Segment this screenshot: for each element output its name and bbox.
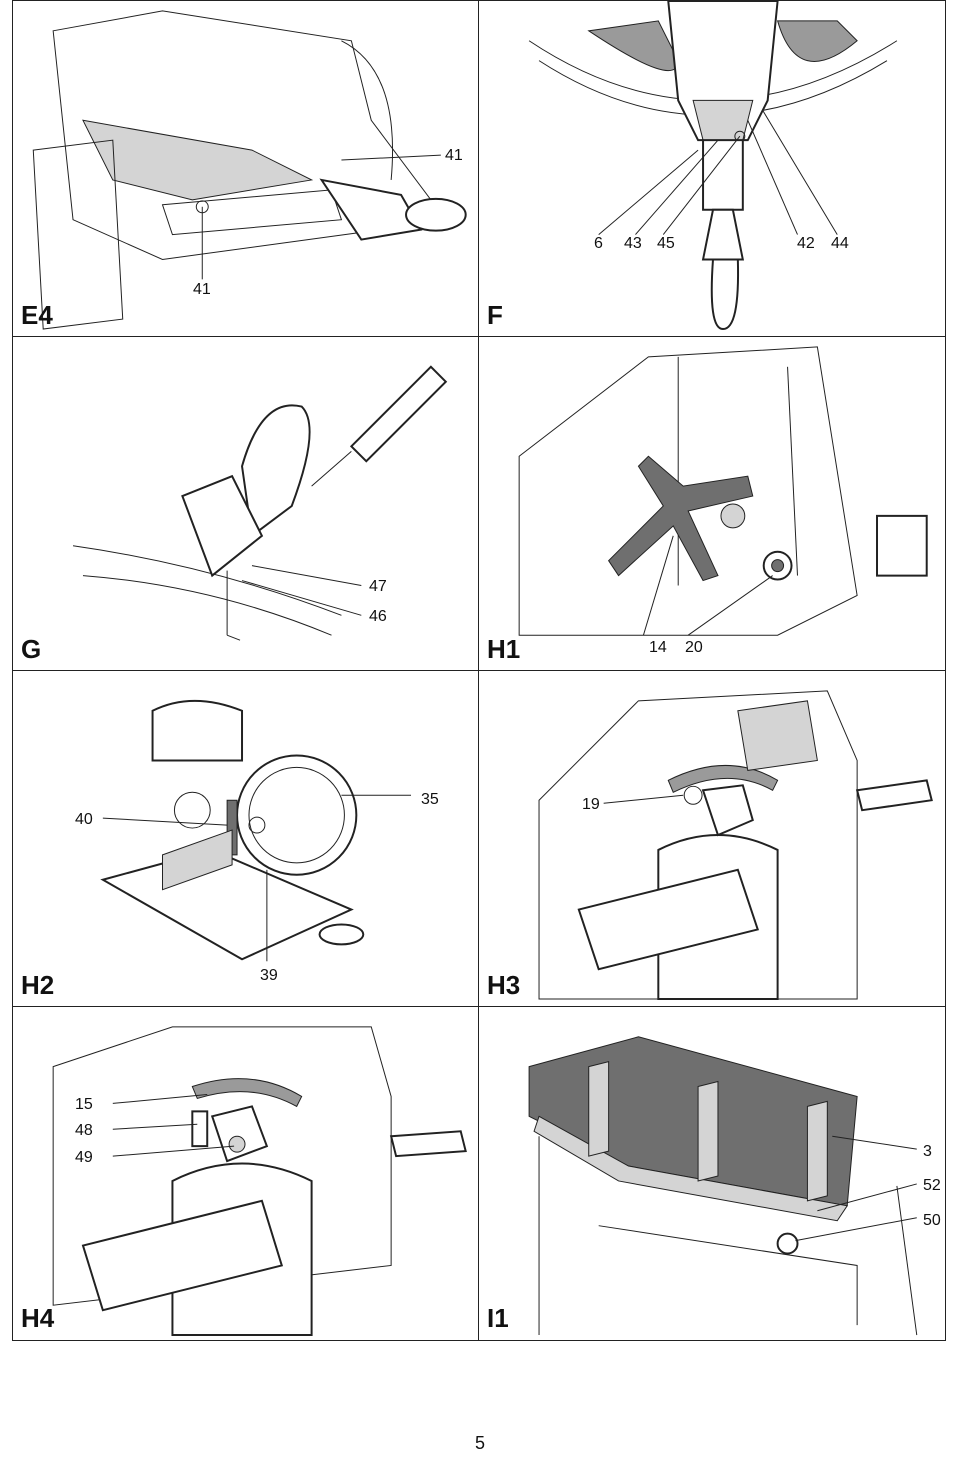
illustration-h4 (52, 1026, 467, 1337)
callout-52: 52 (923, 1177, 941, 1194)
callout-41-bottom: 41 (193, 281, 211, 298)
figure-grid: 41 41 E4 6 43 45 42 44 F (12, 0, 946, 1341)
callout-3: 3 (923, 1143, 932, 1160)
panel-i1: 3 52 50 I1 (478, 1006, 946, 1341)
callout-19: 19 (582, 796, 600, 813)
panel-h1: 14 20 H1 (478, 336, 946, 672)
panel-label-f: F (487, 300, 503, 330)
callout-49: 49 (75, 1149, 93, 1166)
callout-6: 6 (594, 235, 603, 252)
callout-20: 20 (685, 639, 703, 656)
illustration-h3 (538, 690, 933, 1001)
illustration-g (72, 365, 448, 641)
panel-label-h1: H1 (487, 634, 521, 664)
callout-41-top: 41 (445, 147, 463, 164)
panel-e4: 41 41 E4 (12, 0, 480, 338)
callout-46: 46 (369, 608, 387, 625)
callout-42: 42 (797, 235, 815, 252)
callout-14: 14 (649, 639, 667, 656)
callout-45: 45 (657, 235, 675, 252)
panel-label-g: G (21, 634, 42, 664)
panel-label-h3: H3 (487, 970, 521, 1000)
panel-label-e4: E4 (21, 300, 53, 330)
panel-h4: 15 48 49 H4 (12, 1006, 480, 1341)
illustration-e4 (32, 10, 467, 330)
callout-48: 48 (75, 1122, 93, 1139)
illustration-h2 (100, 699, 412, 962)
callout-50: 50 (923, 1212, 941, 1229)
panel-label-i1: I1 (487, 1303, 509, 1333)
panel-g: 47 46 G (12, 336, 480, 672)
panel-h3: 19 H3 (478, 670, 946, 1008)
callout-44: 44 (831, 235, 849, 252)
illustration-h1 (518, 346, 928, 636)
callout-39: 39 (260, 967, 278, 984)
callout-40: 40 (75, 811, 93, 828)
panel-h2: 40 35 39 H2 (12, 670, 480, 1008)
callout-43: 43 (624, 235, 642, 252)
page-number: 5 (474, 1433, 485, 1453)
panel-label-h2: H2 (21, 970, 55, 1000)
callout-47: 47 (369, 578, 387, 595)
illustration-i1 (528, 1036, 918, 1336)
callout-35: 35 (421, 791, 439, 808)
panel-label-h4: H4 (21, 1303, 55, 1333)
panel-f: 6 43 45 42 44 F (478, 0, 946, 338)
illustration-f (528, 1, 898, 331)
callout-15: 15 (75, 1096, 93, 1113)
